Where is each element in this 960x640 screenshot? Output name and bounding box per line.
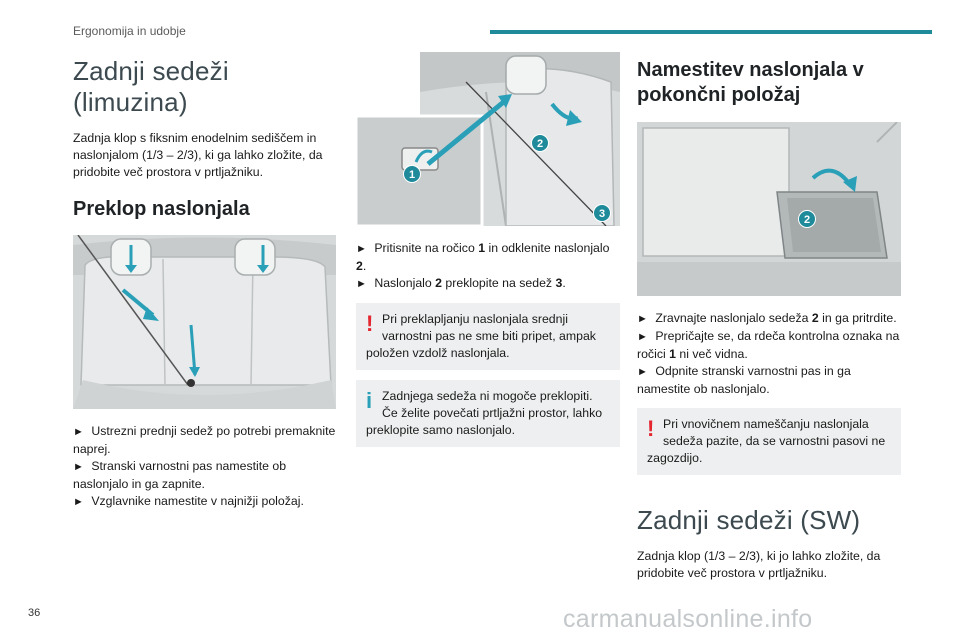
bullet-arrow-icon: ► bbox=[73, 426, 84, 438]
list-item: ► Pritisnite na ročico 1 in odklenite na… bbox=[356, 240, 620, 275]
seatback-release-drawing bbox=[356, 52, 620, 226]
list-item-text: Stranski varnostni pas namestite ob nasl… bbox=[73, 459, 287, 491]
warning-text: Pri preklapljanju naslonjala srednji varn… bbox=[366, 311, 610, 362]
warning-note: ! Pri preklapljanju naslonjala srednji va… bbox=[356, 303, 620, 370]
list-item: ► Naslonjalo 2 preklopite na sedež 3. bbox=[356, 275, 620, 293]
info-text-line: Zadnjega sedeža ni mogoče preklopiti. bbox=[382, 389, 593, 403]
bullet-arrow-icon: ► bbox=[637, 313, 648, 325]
info-text-line: Če želite povečati prtljažni prostor, la… bbox=[366, 406, 603, 437]
page-number: 36 bbox=[28, 607, 41, 619]
list-item-ref: 2 bbox=[811, 311, 819, 325]
intro-paragraph: Zadnja klop s fiksnim enodelnim sediščem… bbox=[73, 131, 323, 179]
list-item: ► Stranski varnostni pas namestite ob na… bbox=[73, 458, 336, 493]
instructions-list: ► Zravnajte naslonjalo sedeža 2 in ga pr… bbox=[637, 310, 901, 398]
figure-label-badge: 1 bbox=[403, 165, 421, 183]
bullet-arrow-icon: ► bbox=[637, 366, 648, 378]
list-item: ► Vzglavnike namestite v najnižji položa… bbox=[73, 493, 336, 511]
list-item-text: Odpnite stranski varnostni pas in ga nam… bbox=[637, 364, 851, 396]
warning-text: Pri vnovičnem nameščanju naslonjala sedež… bbox=[647, 416, 891, 467]
subsection-title: Namestitev naslonjala v pokončni položaj bbox=[637, 59, 864, 106]
figure-label-badge: 3 bbox=[593, 204, 611, 222]
intro-paragraph: Zadnja klop (1/3 – 2/3), ki jo lahko zlo… bbox=[637, 549, 881, 580]
list-item-text: Naslonjalo bbox=[374, 276, 436, 290]
rear-bench-illustration bbox=[73, 235, 336, 409]
section-title: Zadnji sedeži (SW) bbox=[637, 505, 861, 535]
header-section-title: Ergonomija in udobje bbox=[73, 24, 186, 38]
bullet-arrow-icon: ► bbox=[73, 461, 84, 473]
bullet-arrow-icon: ► bbox=[637, 331, 648, 343]
info-text: Zadnjega sedeža ni mogoče preklopiti. Če … bbox=[366, 388, 610, 439]
list-item-text: Vzglavnike namestite v najnižji položaj. bbox=[91, 494, 304, 508]
list-item-text: Zravnajte naslonjalo sedeža bbox=[655, 311, 812, 325]
list-item-ref: 3 bbox=[555, 276, 563, 290]
list-item: ► Zravnajte naslonjalo sedeža 2 in ga pr… bbox=[637, 310, 901, 328]
header-accent-bar bbox=[490, 30, 932, 34]
seatback-upright-drawing bbox=[637, 122, 901, 296]
warning-icon: ! bbox=[647, 416, 655, 441]
info-icon: i bbox=[366, 388, 373, 413]
watermark-text: carmanualsonline.info bbox=[563, 605, 813, 633]
list-item-text: in odklenite naslonjalo bbox=[485, 241, 610, 255]
bullet-arrow-icon: ► bbox=[356, 278, 367, 290]
list-item-text: ni več vidna. bbox=[675, 347, 748, 361]
warning-note: ! Pri vnovičnem nameščanju naslonjala sed… bbox=[637, 408, 901, 475]
list-item-text: in ga pritrdite. bbox=[818, 311, 897, 325]
list-item-text: Pritisnite na ročico bbox=[374, 241, 479, 255]
rear-bench-drawing bbox=[73, 235, 336, 409]
list-item-ref: 2 bbox=[356, 259, 363, 273]
bullet-arrow-icon: ► bbox=[356, 243, 367, 255]
list-item-ref: 1 bbox=[669, 347, 676, 361]
list-item: ► Odpnite stranski varnostni pas in ga n… bbox=[637, 363, 901, 398]
list-item: ► Ustrezni prednji sedež po potrebi prem… bbox=[73, 423, 336, 458]
column-right: Namestitev naslonjala v pokončni položaj… bbox=[637, 52, 901, 582]
warning-text-line: Pri vnovičnem nameščanju naslonjala bbox=[663, 417, 869, 431]
bullet-arrow-icon: ► bbox=[73, 496, 84, 508]
instructions-list: ► Ustrezni prednji sedež po potrebi prem… bbox=[73, 423, 336, 511]
list-item: ► Prepričajte se, da rdeča kontrolna ozn… bbox=[637, 328, 901, 363]
list-item-text: . bbox=[562, 276, 566, 290]
section-title: Zadnji sedeži (limuzina) bbox=[73, 56, 229, 117]
list-item-ref: 1 bbox=[478, 241, 486, 255]
figure-label-badge: 2 bbox=[798, 210, 816, 228]
list-item-text: Prepričajte se, da rdeča kontrolna oznak… bbox=[637, 329, 900, 361]
list-item-text: Ustrezni prednji sedež po potrebi premak… bbox=[73, 424, 336, 456]
instructions-list: ► Pritisnite na ročico 1 in odklenite na… bbox=[356, 240, 620, 293]
warning-icon: ! bbox=[366, 311, 374, 336]
seatback-upright-illustration: 2 bbox=[637, 122, 901, 296]
info-note: i Zadnjega sedeža ni mogoče preklopiti. Č… bbox=[356, 380, 620, 447]
warning-text-line: sedeža pazite, da se varnostni pasovi ne… bbox=[647, 434, 886, 465]
seatback-release-illustration: 1 2 3 bbox=[356, 52, 620, 226]
warning-text-line: Pri preklapljanju naslonjala srednji bbox=[382, 312, 568, 326]
list-item-text: preklopite na sedež bbox=[442, 276, 556, 290]
list-item-ref: 2 bbox=[435, 276, 442, 290]
subsection-title: Preklop naslonjala bbox=[73, 198, 250, 220]
figure-label-badge: 2 bbox=[531, 134, 549, 152]
list-item-text: . bbox=[362, 259, 367, 273]
column-middle: 1 2 3 ► Pritisnite na ročico 1 in odklen… bbox=[356, 52, 620, 447]
warning-text-line: varnostni pas ne sme biti pripet, ampak … bbox=[366, 329, 596, 360]
column-left: Zadnji sedeži (limuzina) Zadnja klop s f… bbox=[73, 52, 336, 511]
